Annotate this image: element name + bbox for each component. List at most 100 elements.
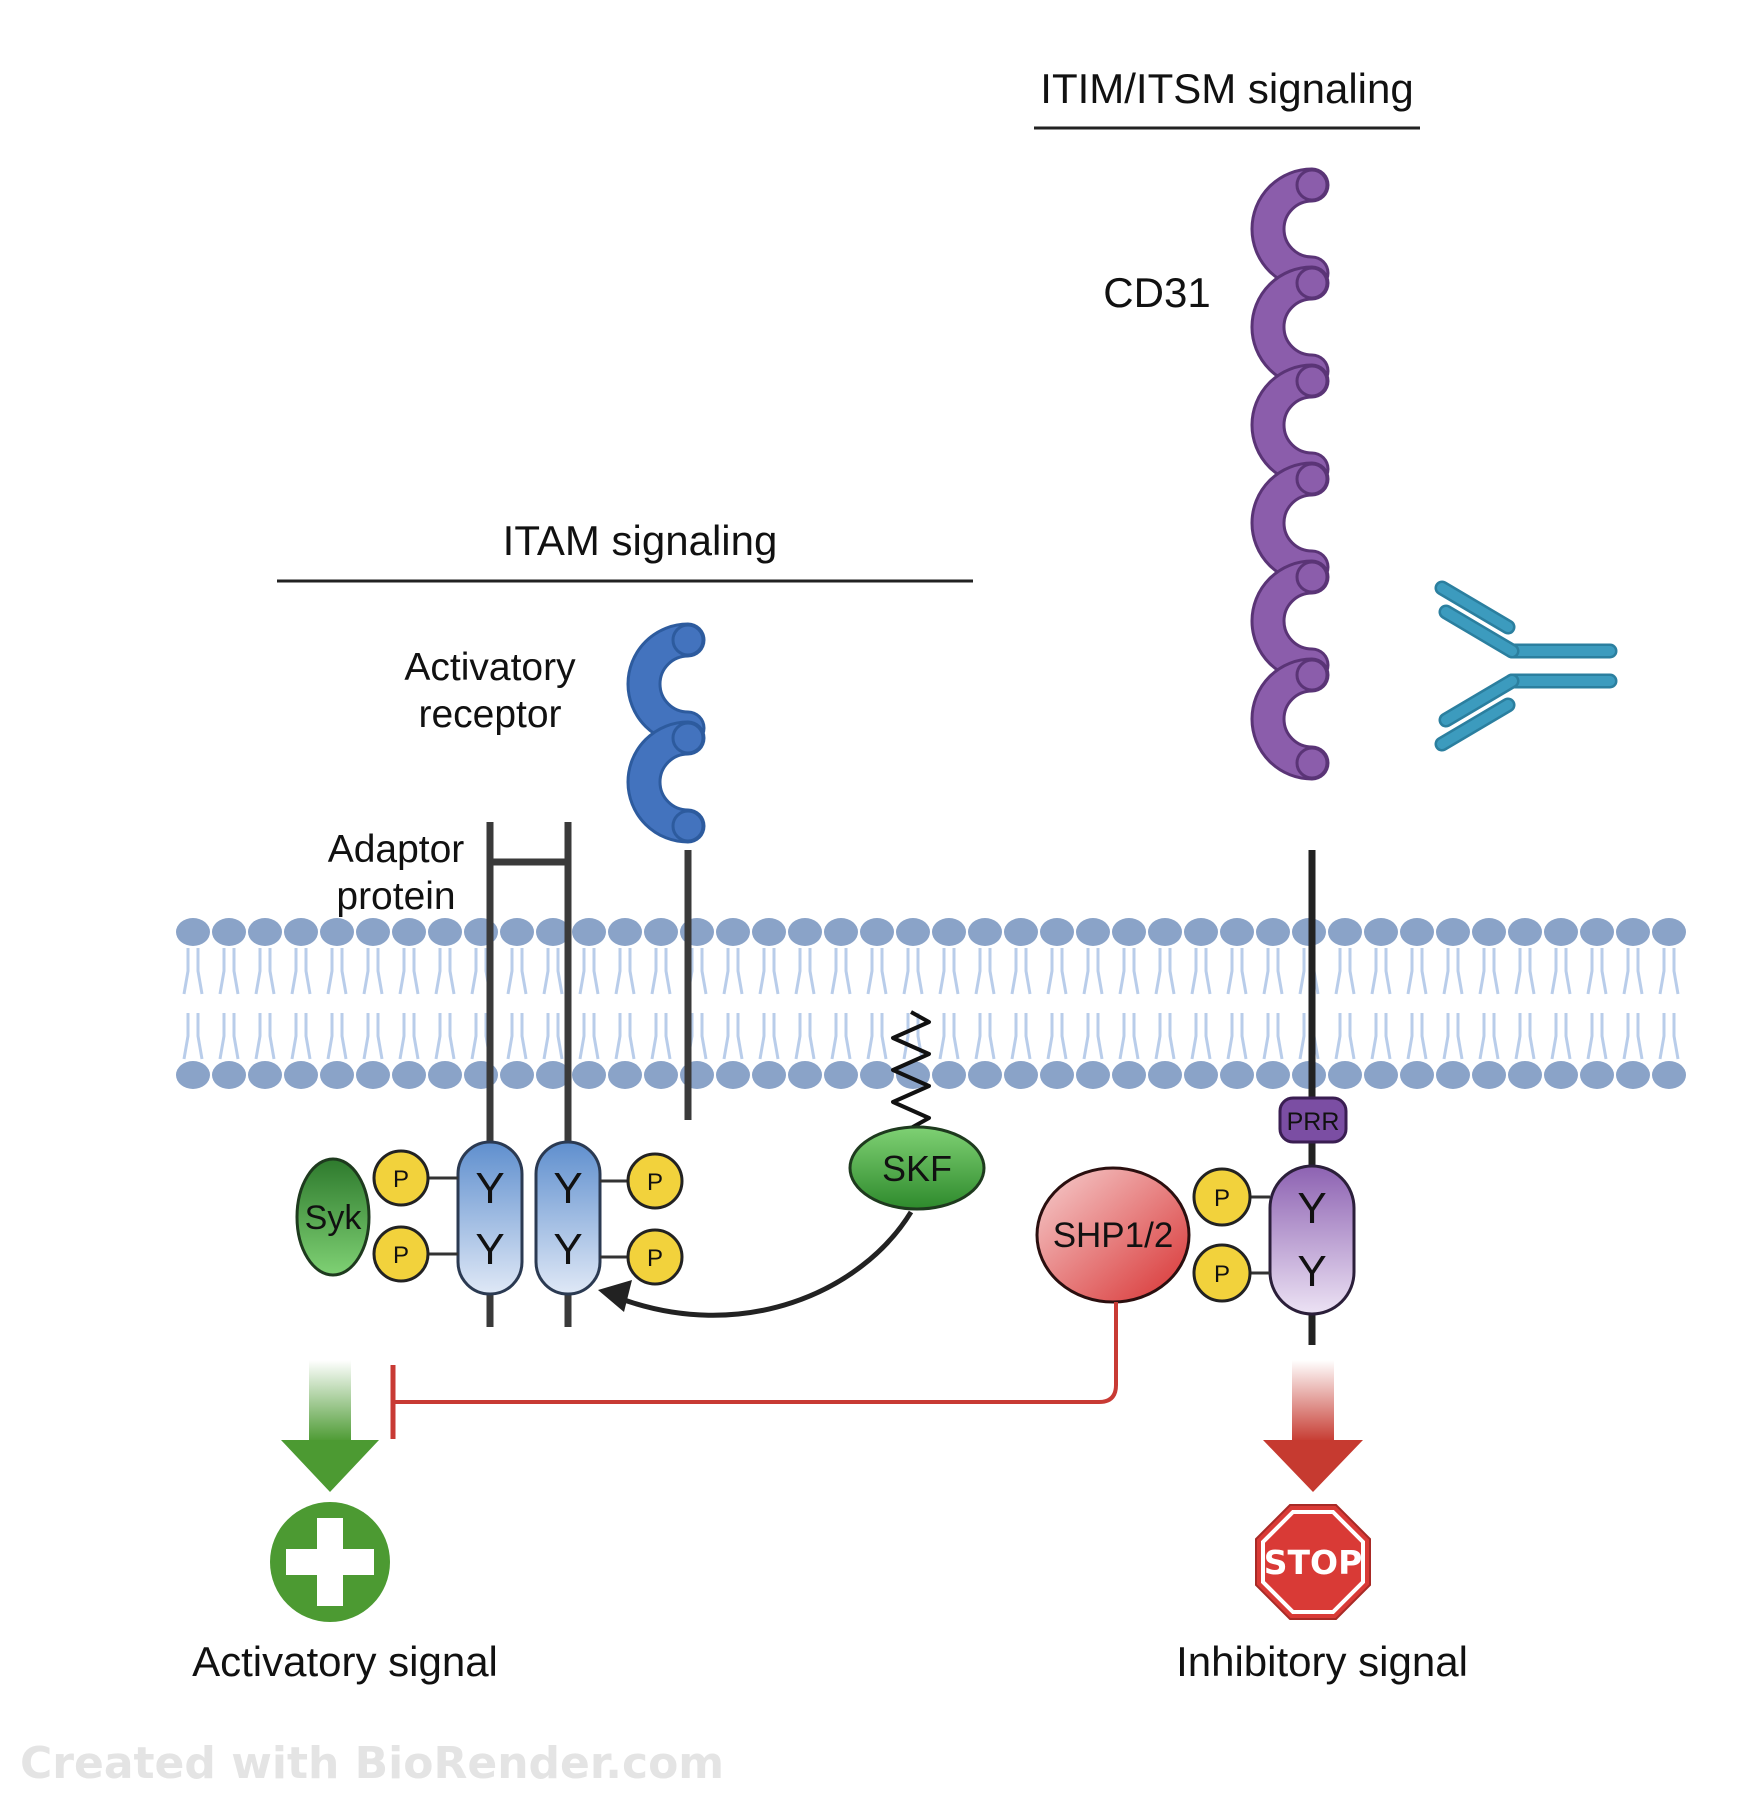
- lipid-head: [1400, 918, 1434, 946]
- adaptor-protein-label-line1: Adaptor: [328, 828, 465, 871]
- itam-left-tyrosine-2: Y: [475, 1225, 504, 1274]
- lipid-tails: [182, 948, 1680, 1060]
- phospho-circle-itam-left-2: [372, 1225, 430, 1283]
- lipid-head: [1652, 918, 1686, 946]
- lipid-head: [1148, 1061, 1182, 1089]
- lipid-head: [1580, 1061, 1614, 1089]
- syk-label: Syk: [305, 1199, 363, 1237]
- lipid-head: [428, 918, 462, 946]
- lipid-head: [248, 918, 282, 946]
- lipid-head: [284, 1061, 318, 1089]
- lipid-head: [536, 918, 570, 946]
- syk-kinase: Syk: [295, 1157, 371, 1277]
- lipid-head: [320, 1061, 354, 1089]
- lipid-head: [1616, 918, 1650, 946]
- phospho-label-itim-1: P: [1214, 1185, 1230, 1212]
- itam-right-tyrosine-1: Y: [553, 1164, 582, 1213]
- lipid-head: [1364, 918, 1398, 946]
- lipid-head: [320, 918, 354, 946]
- lipid-head: [1544, 918, 1578, 946]
- lipid-head: [1184, 918, 1218, 946]
- lipid-head: [1364, 1061, 1398, 1089]
- lipid-head: [1472, 918, 1506, 946]
- itim-tyrosine-1: Y: [1297, 1184, 1326, 1233]
- lipid-head: [356, 918, 390, 946]
- lipid-head: [1040, 1061, 1074, 1089]
- lipid-head: [1004, 1061, 1038, 1089]
- lipid-head: [176, 1061, 210, 1089]
- skf-label: SKF: [882, 1148, 952, 1189]
- syk-shape: [295, 1157, 371, 1277]
- lipid-head: [248, 1061, 282, 1089]
- lipid-head: [1400, 1061, 1434, 1089]
- phospho-label-itam-left-1: P: [393, 1166, 409, 1193]
- phospho-circle-itam-right-2: [626, 1228, 684, 1286]
- cd31-receptor: [1250, 167, 1330, 1345]
- phospho-label-itam-right-2: P: [647, 1245, 663, 1272]
- lipid-head: [1256, 918, 1290, 946]
- lipid-head: [860, 918, 894, 946]
- lipid-head: [860, 1061, 894, 1089]
- activatory-receptor: [626, 622, 706, 1120]
- lipid-head: [1076, 918, 1110, 946]
- lipid-heads: [176, 918, 1686, 1089]
- lipid-head: [1580, 918, 1614, 946]
- lipid-head: [824, 918, 858, 946]
- skf-arrowhead: [598, 1280, 632, 1312]
- lipid-bilayer-membrane: [176, 918, 1686, 1089]
- lipid-head: [356, 1061, 390, 1089]
- lipid-head: [572, 918, 606, 946]
- activatory-receptor-label-line1: Activatory: [404, 646, 576, 689]
- lipid-head: [1508, 918, 1542, 946]
- phospho-circle-itim-2: [1192, 1243, 1252, 1303]
- lipid-head: [1616, 1061, 1650, 1089]
- phospho-label-itim-2: P: [1214, 1261, 1230, 1288]
- lipid-head: [392, 918, 426, 946]
- lipid-head: [1328, 918, 1362, 946]
- cd31-label: CD31: [1103, 269, 1210, 316]
- prr-region: PRR: [1278, 1096, 1348, 1144]
- lipid-head: [788, 1061, 822, 1089]
- lipid-head: [932, 1061, 966, 1089]
- prr-label: PRR: [1287, 1108, 1340, 1136]
- lipid-head: [1544, 1061, 1578, 1089]
- skf-lipid-anchor: [891, 1010, 931, 1130]
- lipid-head: [752, 918, 786, 946]
- lipid-head: [644, 918, 678, 946]
- activatory-signal-label: Activatory signal: [192, 1638, 498, 1685]
- lipid-head: [608, 1061, 642, 1089]
- itam-section-title: ITAM signaling: [503, 517, 778, 564]
- lipid-head: [500, 918, 534, 946]
- lipid-head: [1472, 1061, 1506, 1089]
- inhibition-arrow: [1263, 1360, 1363, 1492]
- lipid-head: [968, 918, 1002, 946]
- itam-motif-right: Y Y: [534, 1140, 602, 1296]
- lipid-head: [824, 1061, 858, 1089]
- plus-icon: [270, 1502, 390, 1622]
- lipid-head: [176, 918, 210, 946]
- itam-phospho-groups: P P P P: [372, 1149, 684, 1286]
- lipid-head: [1004, 918, 1038, 946]
- shp-label: SHP1/2: [1053, 1216, 1174, 1255]
- lipid-head: [1040, 918, 1074, 946]
- lipid-head: [968, 1061, 1002, 1089]
- stop-sign-icon: STOP: [1255, 1504, 1371, 1620]
- lipid-head: [212, 1061, 246, 1089]
- lipid-head: [1652, 1061, 1686, 1089]
- lipid-head: [1328, 1061, 1362, 1089]
- skf-phosphorylation-arrow: [615, 1210, 914, 1318]
- shp-inhibition-line: [393, 1302, 1118, 1404]
- phospho-circle-itim-1: [1192, 1167, 1252, 1227]
- lipid-head: [644, 1061, 678, 1089]
- itim-tyrosine-2: Y: [1297, 1247, 1326, 1296]
- lipid-head: [716, 918, 750, 946]
- lipid-head: [1256, 1061, 1290, 1089]
- watermark: Created with BioRender.com: [20, 1738, 724, 1789]
- phospho-label-itam-right-1: P: [647, 1169, 663, 1196]
- phospho-circle-itam-left-1: [372, 1149, 430, 1207]
- lipid-head: [1220, 1061, 1254, 1089]
- lipid-head: [1112, 918, 1146, 946]
- lipid-head: [608, 918, 642, 946]
- lipid-head: [572, 1061, 606, 1089]
